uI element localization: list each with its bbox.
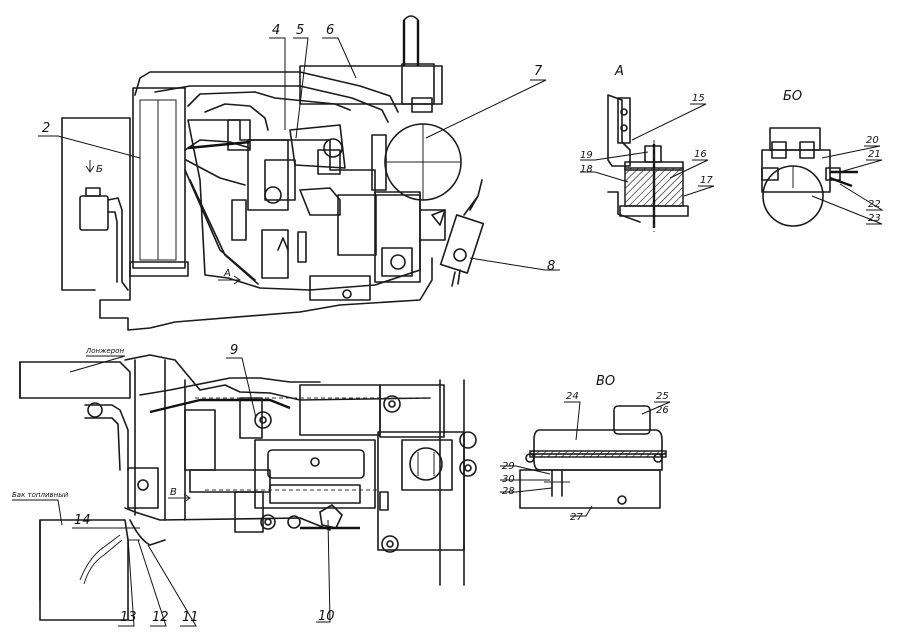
view-a-detail <box>607 94 689 232</box>
side-note-frame: Лонжерон <box>85 347 124 355</box>
top-view <box>61 15 485 331</box>
callout-12: 12 <box>152 610 169 625</box>
view-bo-detail <box>761 127 858 227</box>
callout-6: 6 <box>326 23 334 38</box>
callout-21: 21 <box>868 149 881 160</box>
callout-17: 17 <box>700 175 713 186</box>
view-vo-detail <box>519 405 667 509</box>
callout-8: 8 <box>547 259 555 274</box>
fuel-filter <box>439 179 485 287</box>
direction-label-b: Б <box>96 164 103 175</box>
callout-25: 25 <box>656 391 669 402</box>
callout-18: 18 <box>580 164 593 175</box>
callout-26: 26 <box>656 405 669 416</box>
view-label-bo: БО <box>783 89 802 104</box>
callout-2: 2 <box>42 121 50 136</box>
callout-16: 16 <box>694 149 707 160</box>
callout-22: 22 <box>868 199 881 210</box>
view-label-a: А <box>614 64 624 79</box>
direction-label-v: В <box>170 487 177 498</box>
expansion-tank <box>79 195 109 231</box>
callout-30: 30 <box>502 474 515 485</box>
callout-10: 10 <box>318 609 335 624</box>
radiator <box>132 87 186 269</box>
callout-9: 9 <box>230 343 238 358</box>
callout-7: 7 <box>534 64 543 79</box>
gearbox <box>377 431 465 551</box>
callout-28: 28 <box>502 486 515 497</box>
air-filter-housing <box>299 65 443 105</box>
callout-27: 27 <box>570 512 583 523</box>
callouts: 2 4 5 6 7 8 9 10 11 12 13 14 15 16 17 18… <box>38 23 884 627</box>
callout-19: 19 <box>580 150 593 161</box>
callout-11: 11 <box>182 610 199 625</box>
callout-15: 15 <box>692 93 705 104</box>
callout-14: 14 <box>74 513 91 528</box>
starter <box>374 191 421 283</box>
direction-label-a: А <box>223 268 231 279</box>
callout-29: 29 <box>502 461 515 472</box>
callout-20: 20 <box>866 135 879 146</box>
callout-4: 4 <box>272 23 280 38</box>
view-label-vo: ВО <box>596 374 615 389</box>
callout-23: 23 <box>868 213 881 224</box>
side-view <box>19 354 477 621</box>
callout-5: 5 <box>296 23 304 38</box>
callout-13: 13 <box>120 610 137 625</box>
side-note-tank: Бак топливный <box>12 491 69 499</box>
callout-24: 24 <box>566 391 579 402</box>
